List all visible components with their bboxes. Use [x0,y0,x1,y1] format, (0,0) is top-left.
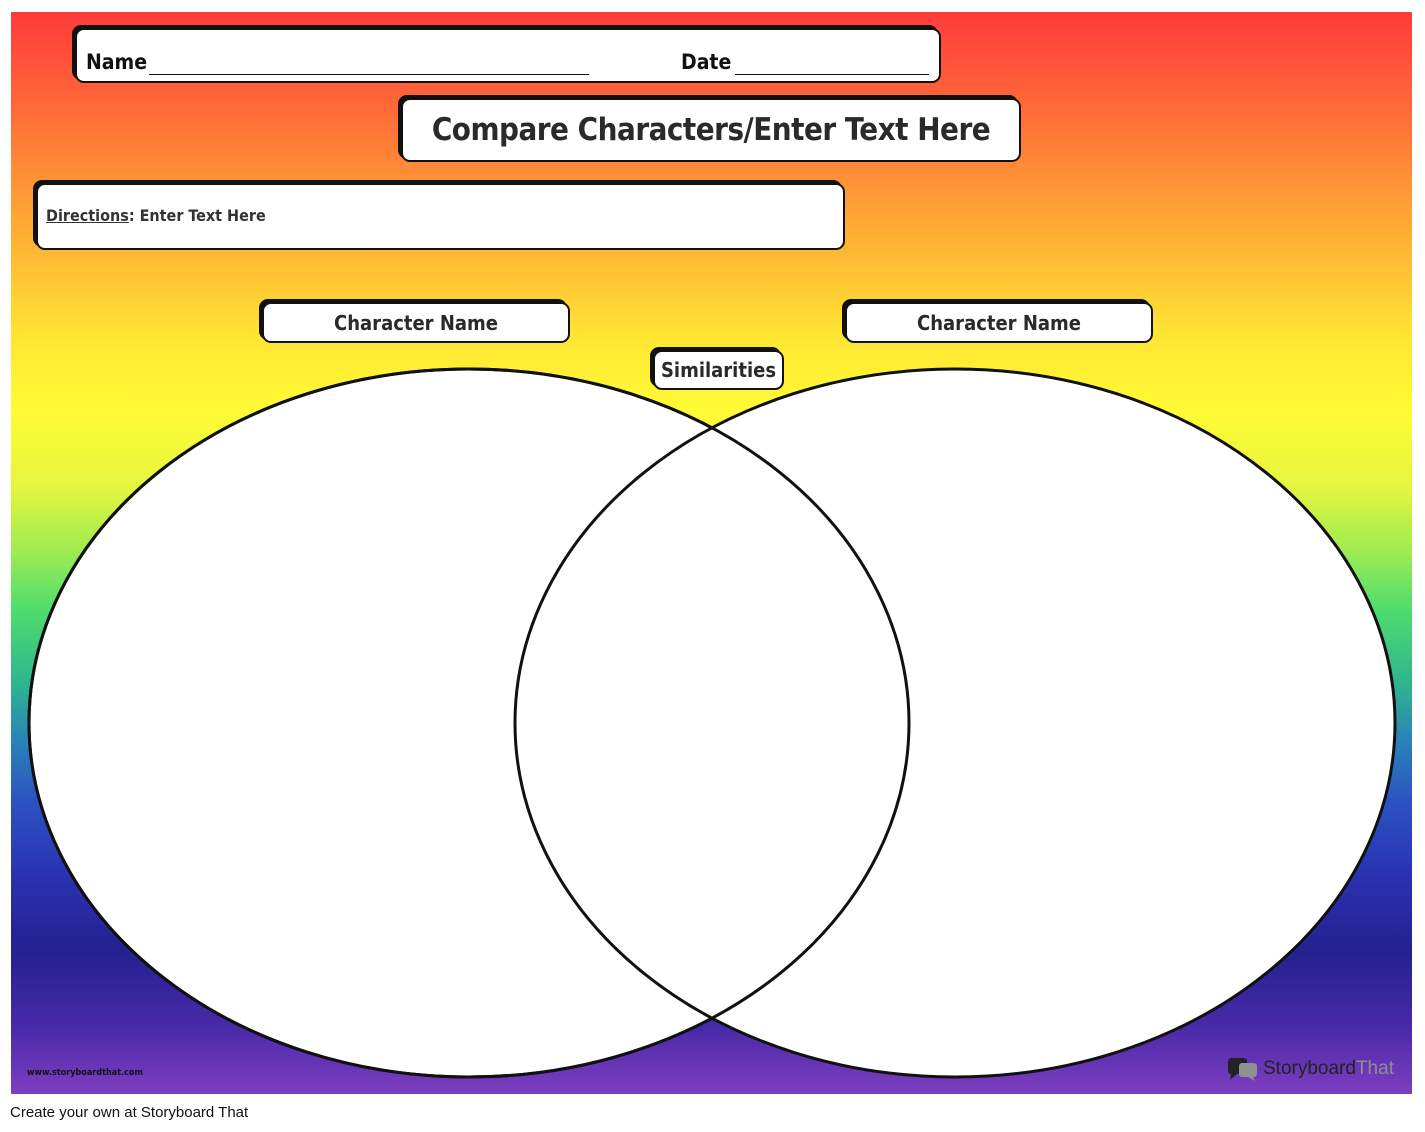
similarities-label[interactable]: Similarities [653,350,784,390]
date-label: Date [681,50,732,74]
left-character-name[interactable]: Character Name [262,302,570,343]
name-label: Name [86,50,148,74]
venn-right-circle[interactable] [513,367,1397,1079]
speech-bubble-icon [1228,1058,1257,1081]
right-character-name[interactable]: Character Name [845,302,1153,343]
directions-box[interactable]: Directions: Enter Text Here [36,183,845,250]
worksheet-background: Name Date Compare Characters/Enter Text … [11,12,1412,1094]
name-input-line[interactable] [149,74,589,75]
directions-content: : Enter Text Here [128,206,266,225]
footer-credit[interactable]: Create your own at Storyboard That [10,1104,249,1121]
directions-text: Directions: Enter Text Here [46,206,266,225]
name-date-box: Name Date [75,28,941,83]
directions-label: Directions [46,206,129,225]
venn-diagram [27,367,1397,1079]
site-url: www.storyboardthat.com [27,1068,143,1078]
date-input-line[interactable] [735,74,929,75]
venn-left-circle-outline [27,367,911,1079]
logo-text-storyboard: Storyboard [1263,1058,1356,1079]
page-title[interactable]: Compare Characters/Enter Text Here [401,98,1021,162]
logo-text-that: That [1355,1058,1394,1079]
